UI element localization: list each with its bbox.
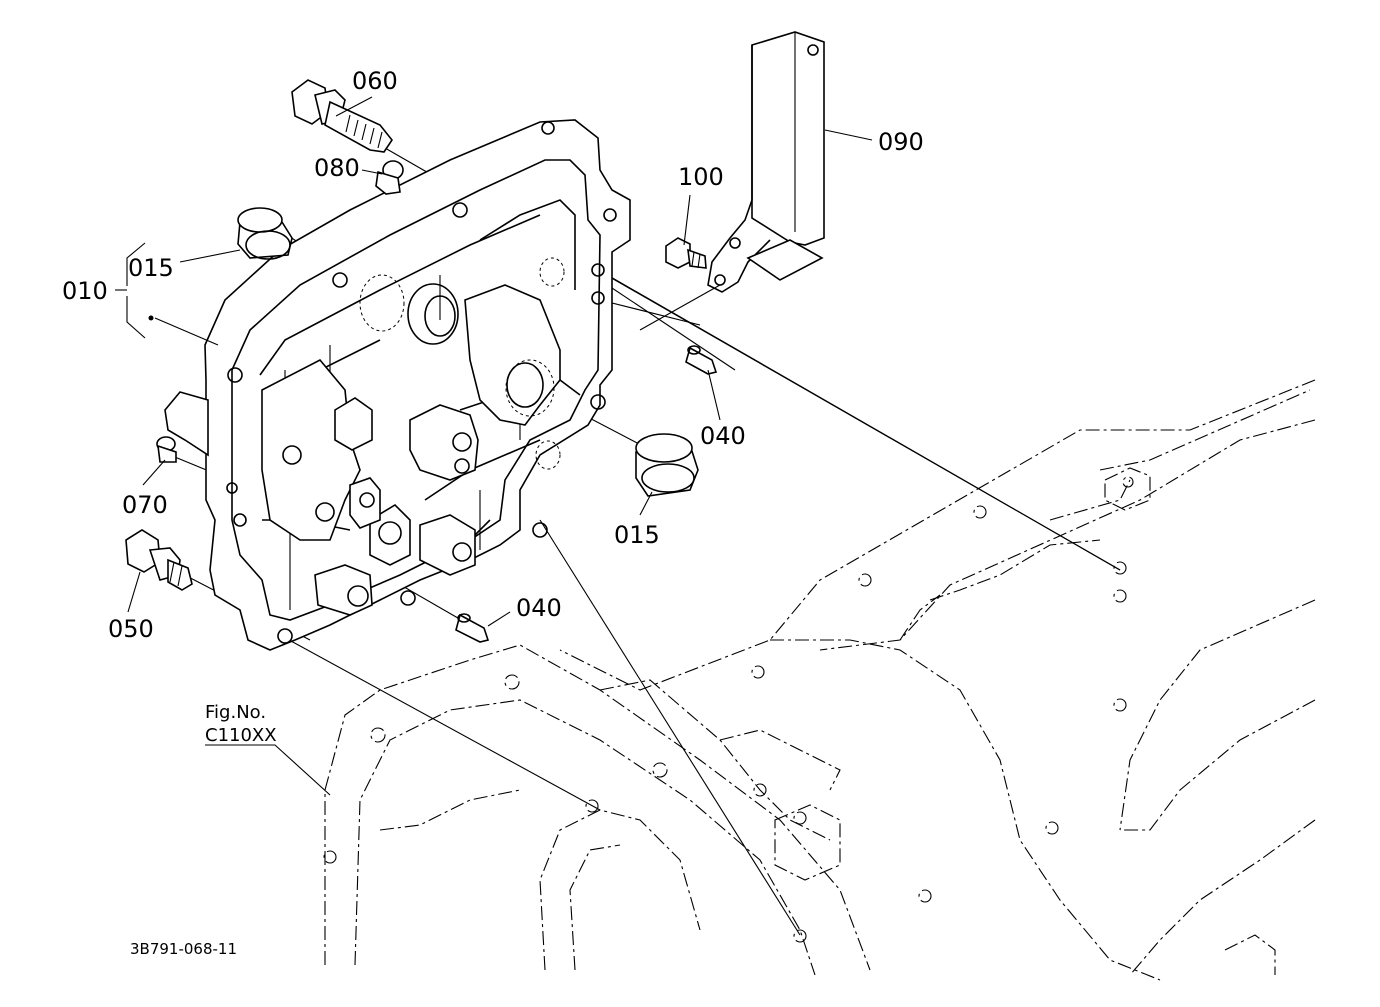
fig-ref-number[interactable]: C110XX	[205, 725, 277, 746]
pin-040-upper	[685, 345, 718, 375]
callout-labels: 060 080 015 010 100 090 040 070 015 050 …	[62, 67, 924, 958]
bolt-050	[125, 529, 193, 591]
fig-ref-label: Fig.No.	[205, 702, 266, 723]
bracket-090	[707, 31, 825, 293]
bushing-015-lower	[635, 433, 699, 497]
plug-080	[375, 160, 404, 195]
bushing-015-upper	[237, 207, 293, 260]
transmission-housing-phantom	[323, 379, 1316, 981]
plug-070	[156, 436, 177, 463]
drawing-number: 3B791-068-11	[130, 940, 237, 958]
cover-plate	[164, 119, 631, 651]
callout-090: 090	[878, 128, 924, 156]
bolt-100	[665, 237, 707, 269]
leader-lines	[115, 96, 873, 796]
callout-040-lower: 040	[516, 594, 562, 622]
callout-070: 070	[122, 491, 168, 519]
callout-080: 080	[314, 154, 360, 182]
callout-060: 060	[352, 67, 398, 95]
callout-015-lower: 015	[614, 521, 660, 549]
callout-010: 010	[62, 277, 108, 305]
callout-100: 100	[678, 163, 724, 191]
callout-050: 050	[108, 615, 154, 643]
bolt-060	[291, 79, 393, 153]
callout-040-upper: 040	[700, 422, 746, 450]
pin-040-lower	[455, 613, 490, 643]
callout-015-upper: 015	[128, 254, 174, 282]
